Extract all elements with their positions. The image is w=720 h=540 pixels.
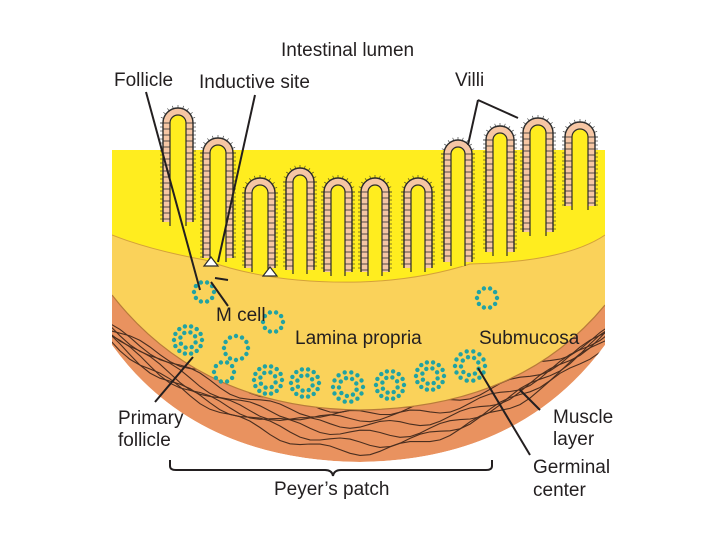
lymphoid-follicle xyxy=(474,286,500,310)
follicles-group xyxy=(171,280,500,404)
label-follicle: Follicle xyxy=(114,70,173,91)
label-primary-follicle-2: follicle xyxy=(118,430,171,451)
leader-lines xyxy=(145,91,541,456)
label-germinal-center-2: center xyxy=(533,480,586,501)
lymphoid-follicle xyxy=(211,360,237,384)
villus xyxy=(160,105,196,226)
villus xyxy=(483,123,517,256)
m-cell-marker xyxy=(202,256,220,267)
villus xyxy=(283,165,317,274)
label-muscle-layer-2: layer xyxy=(553,429,595,450)
villus xyxy=(242,175,278,272)
lymphoid-follicle xyxy=(251,364,285,396)
villus xyxy=(520,115,556,236)
muscle-fiber-line xyxy=(112,322,605,438)
lymphoid-follicle xyxy=(288,367,322,399)
villus xyxy=(358,175,392,276)
lymphoid-follicle xyxy=(171,324,205,356)
label-peyers-patch: Peyer’s patch xyxy=(274,479,389,500)
lymphoid-follicle xyxy=(260,310,286,334)
peyers-patch-brace xyxy=(169,460,493,477)
m-cell-marker xyxy=(261,266,279,277)
label-m-cell: M cell xyxy=(216,305,266,326)
label-inductive-site: Inductive site xyxy=(199,72,310,93)
label-villi: Villi xyxy=(455,70,484,91)
title-intestinal-lumen: Intestinal lumen xyxy=(281,40,414,61)
label-lamina-propria: Lamina propria xyxy=(295,328,422,349)
muscle-fiber-line xyxy=(112,327,605,456)
lymphoid-follicle xyxy=(373,369,407,401)
villus xyxy=(401,175,435,272)
muscle-fiber-line xyxy=(112,325,605,448)
villus xyxy=(200,135,236,262)
lymphoid-follicle xyxy=(221,333,251,363)
label-primary-follicle-1: Primary xyxy=(118,408,184,429)
label-submucosa: Submucosa xyxy=(479,328,580,349)
villi-group xyxy=(160,105,598,277)
label-muscle-layer-1: Muscle xyxy=(553,407,613,428)
lymphoid-follicle xyxy=(452,349,488,383)
muscle-fiber-line xyxy=(112,319,605,418)
lymphoid-follicle xyxy=(330,370,366,404)
lymphoid-follicle xyxy=(191,280,217,304)
label-germinal-center-1: Germinal xyxy=(533,457,610,478)
villus xyxy=(321,175,355,276)
lymphoid-follicle xyxy=(413,360,447,392)
muscle-fiber-line xyxy=(112,315,605,423)
villus xyxy=(562,119,598,210)
villus xyxy=(441,137,475,266)
